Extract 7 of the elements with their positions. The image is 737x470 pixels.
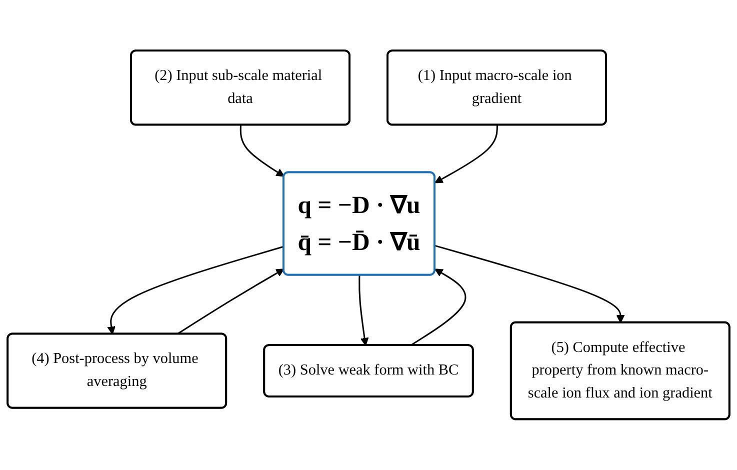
arrow bbox=[107, 246, 284, 335]
arrow bbox=[240, 125, 284, 177]
arrow bbox=[434, 245, 625, 324]
arrow bbox=[434, 125, 498, 184]
arrow bbox=[176, 268, 284, 335]
arrow bbox=[410, 268, 466, 346]
arrow bbox=[358, 275, 369, 346]
